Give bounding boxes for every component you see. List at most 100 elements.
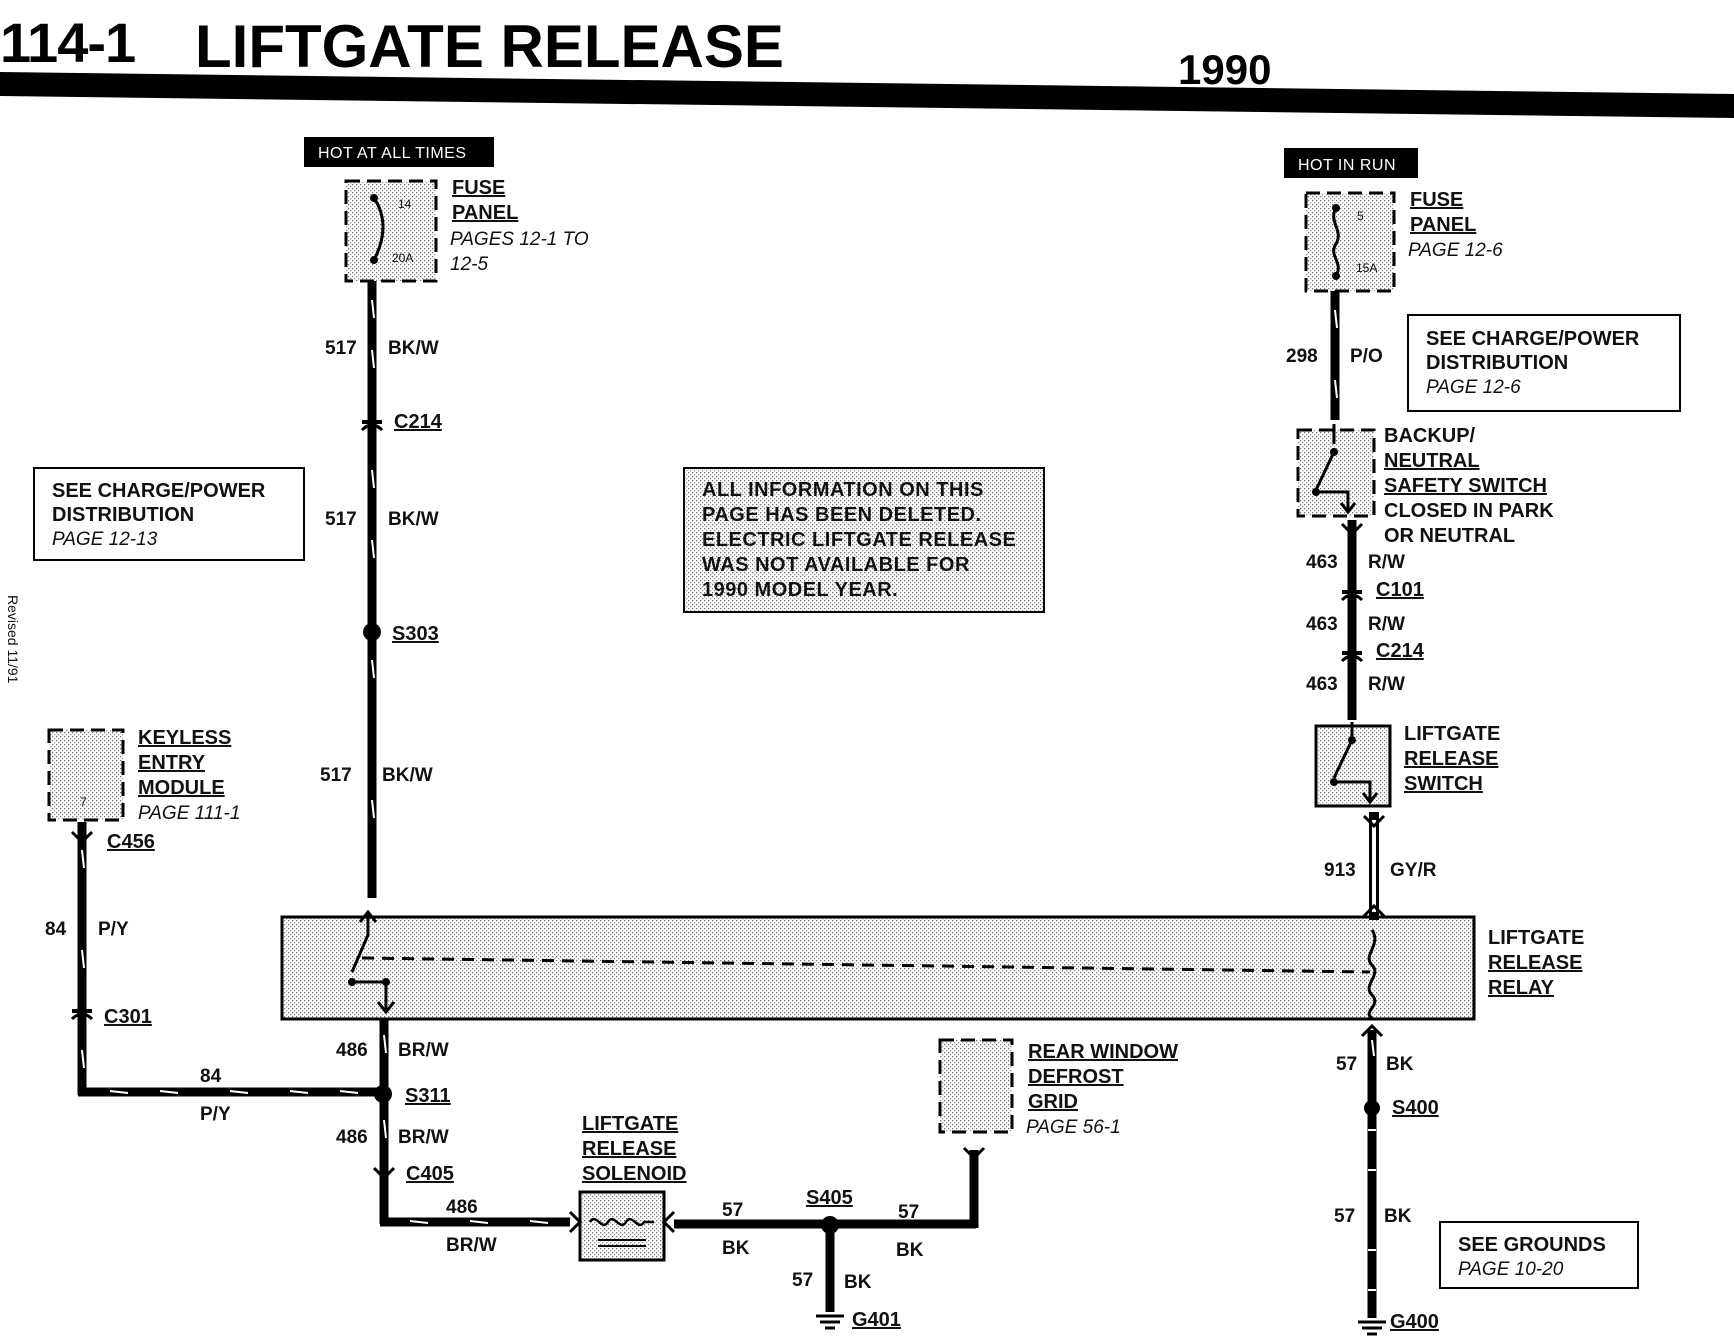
g400-label: G400	[1390, 1311, 1439, 1333]
connector-c214-left	[360, 420, 384, 432]
splice-s303	[363, 623, 381, 641]
safety-line1: BACKUP/	[1384, 425, 1476, 447]
fuse-left-title-1: FUSE	[452, 177, 505, 199]
wire-463b-color: R/W	[1368, 614, 1405, 635]
wire-486a-color: BR/W	[398, 1040, 449, 1061]
connector-c101	[1340, 590, 1364, 602]
c214-right-label: C214	[1376, 640, 1425, 662]
c405-label: C405	[406, 1163, 454, 1185]
defrost-page: PAGE 56-1	[1026, 1117, 1121, 1138]
connector-c301	[70, 1009, 94, 1021]
svg-text:SEE CHARGE/POWER: SEE CHARGE/POWER	[1426, 328, 1640, 350]
splice-s400	[1364, 1100, 1380, 1116]
fuse-left-page-2: 12-5	[450, 254, 488, 275]
svg-text:PAGE 12-6: PAGE 12-6	[1426, 377, 1521, 398]
wire-57d-circuit: 57	[1336, 1054, 1357, 1075]
wire-913-circuit: 913	[1324, 860, 1356, 881]
wire-463b-circuit: 463	[1306, 614, 1338, 635]
c101-label: C101	[1376, 579, 1424, 601]
wire-57a-circuit: 57	[722, 1200, 743, 1221]
wire-84a-circuit: 84	[45, 919, 67, 940]
wire-84b-circuit: 84	[200, 1066, 222, 1087]
keyless-line1: KEYLESS	[138, 727, 231, 749]
release-switch-line2: RELEASE	[1404, 748, 1498, 770]
wire-463c-circuit: 463	[1306, 674, 1338, 695]
defrost-line2: DEFROST	[1028, 1066, 1124, 1088]
svg-text:DISTRIBUTION: DISTRIBUTION	[52, 504, 194, 526]
wire-486c-circuit: 486	[446, 1197, 478, 1218]
splice-s311	[374, 1085, 392, 1103]
svg-text:14: 14	[398, 197, 412, 211]
relay-line2: RELEASE	[1488, 952, 1582, 974]
svg-text:DISTRIBUTION: DISTRIBUTION	[1426, 352, 1568, 374]
keyless-line2: ENTRY	[138, 752, 206, 774]
c456-label: C456	[107, 831, 155, 853]
c214-left-label: C214	[394, 411, 443, 433]
svg-text:5: 5	[1357, 209, 1364, 223]
note-see-grounds	[1439, 1221, 1639, 1289]
revision-note: Revised 11/91	[5, 595, 21, 684]
relay-line3: RELAY	[1488, 977, 1555, 999]
svg-text:WAS NOT AVAILABLE FOR: WAS NOT AVAILABLE FOR	[702, 554, 970, 576]
wire-517a-circuit: 517	[325, 338, 357, 359]
g401-label: G401	[852, 1309, 901, 1331]
liftgate-release-relay	[280, 909, 1476, 1021]
page-number: 114-1	[0, 11, 135, 74]
wire-57d-color: BK	[1386, 1054, 1414, 1075]
release-switch-line1: LIFTGATE	[1404, 723, 1500, 745]
fuse-right-title-2: PANEL	[1410, 214, 1476, 236]
fuse-5: 5 15A	[1304, 191, 1396, 293]
safety-line5: OR NEUTRAL	[1384, 525, 1515, 547]
svg-text:SEE CHARGE/POWER: SEE CHARGE/POWER	[52, 480, 266, 502]
wire-517b-circuit: 517	[325, 509, 357, 530]
wire-517c-color: BK/W	[382, 765, 433, 786]
keyless-line3: MODULE	[138, 777, 225, 799]
defrost-line1: REAR WINDOW	[1028, 1041, 1178, 1063]
svg-text:15A: 15A	[1356, 261, 1377, 275]
s400-label: S400	[1392, 1097, 1439, 1119]
s405-label: S405	[806, 1187, 853, 1209]
safety-line2: NEUTRAL	[1384, 450, 1480, 472]
safety-line3: SAFETY SWITCH	[1384, 475, 1547, 497]
connector-c214-right	[1340, 651, 1364, 663]
wire-486a-circuit: 486	[336, 1040, 368, 1061]
connector-c456	[70, 830, 94, 845]
wire-486b-color: BR/W	[398, 1127, 449, 1148]
model-year: 1990	[1178, 46, 1271, 93]
wire-57a-color: BK	[722, 1238, 750, 1259]
header-rule	[0, 72, 1734, 118]
svg-text:ELECTRIC LIFTGATE RELEASE: ELECTRIC LIFTGATE RELEASE	[702, 529, 1016, 551]
wire-463c-color: R/W	[1368, 674, 1405, 695]
wire-463a-color: R/W	[1368, 552, 1405, 573]
solenoid-line2: RELEASE	[582, 1138, 676, 1160]
wire-57e-color: BK	[1384, 1206, 1412, 1227]
svg-text:1990 MODEL YEAR.: 1990 MODEL YEAR.	[702, 579, 898, 601]
ground-g400-icon	[1358, 1320, 1386, 1336]
wire-517b-color: BK/W	[388, 509, 439, 530]
fuse-right-title-1: FUSE	[1410, 189, 1463, 211]
wire-486b-circuit: 486	[336, 1127, 368, 1148]
wire-517c-circuit: 517	[320, 765, 352, 786]
wire-913-color: GY/R	[1390, 860, 1437, 881]
solenoid-line3: SOLENOID	[582, 1163, 686, 1185]
wire-298-color: P/O	[1350, 346, 1383, 367]
page-title: LIFTGATE RELEASE	[195, 13, 784, 80]
c301-label: C301	[104, 1006, 152, 1028]
release-switch-line3: SWITCH	[1404, 773, 1483, 795]
ground-g401-icon	[816, 1314, 844, 1330]
svg-text:ALL INFORMATION ON THIS: ALL INFORMATION ON THIS	[702, 479, 984, 501]
wire-463a-circuit: 463	[1306, 552, 1338, 573]
fuse-14: 14 20A	[344, 179, 438, 283]
wire-57b-color: BK	[896, 1240, 924, 1261]
hot-in-run-label: HOT IN RUN	[1298, 157, 1396, 174]
svg-text:7: 7	[80, 795, 87, 809]
keyless-page: PAGE 111-1	[138, 803, 240, 824]
fuse-left-page-1: PAGES 12-1 TO	[450, 229, 589, 250]
defrost-line3: GRID	[1028, 1091, 1078, 1113]
hot-in-run-badge	[1284, 148, 1418, 178]
s303-label: S303	[392, 623, 439, 645]
liftgate-release-solenoid	[568, 1190, 676, 1262]
svg-text:PAGE HAS BEEN DELETED.: PAGE HAS BEEN DELETED.	[702, 504, 982, 526]
wire-298-circuit: 298	[1286, 346, 1318, 367]
